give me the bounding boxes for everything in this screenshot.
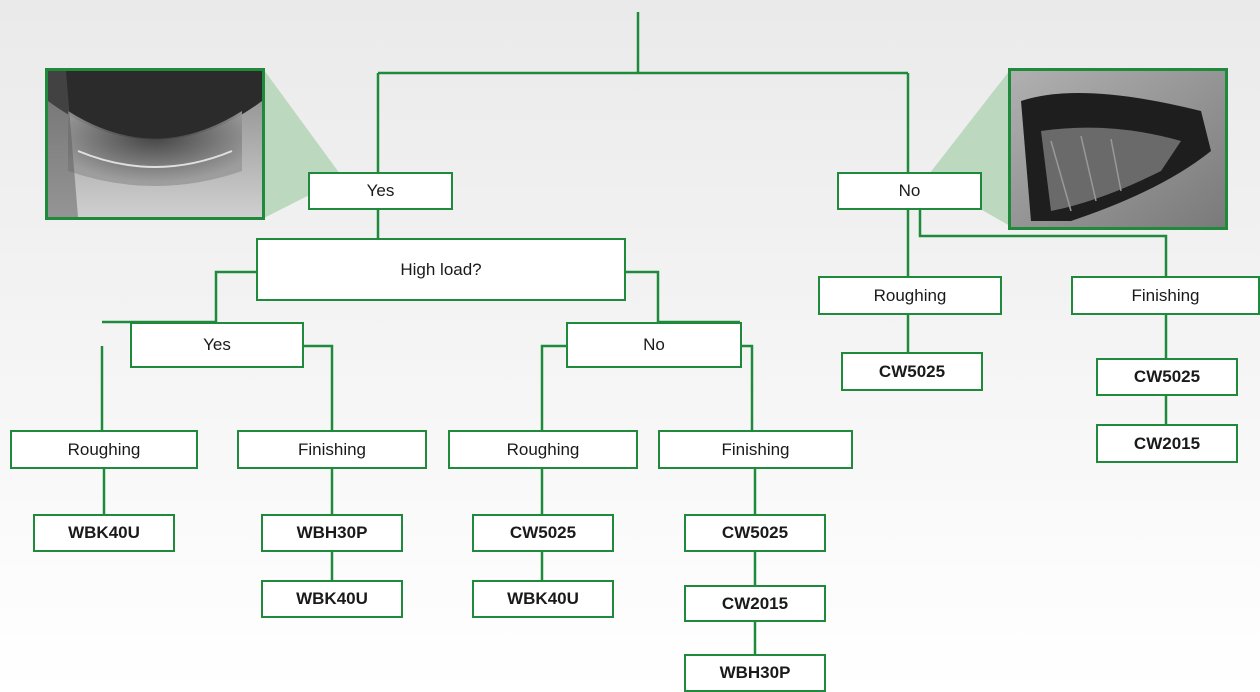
grade-box: CW2015: [684, 585, 826, 622]
hl-no-roughing-node: Roughing: [448, 430, 638, 469]
high-load-no-node: No: [566, 322, 742, 368]
grade-box: CW5025: [841, 352, 983, 391]
grade-box: CW2015: [1096, 424, 1238, 463]
grade-box: WBK40U: [472, 580, 614, 618]
grade-box: CW5025: [472, 514, 614, 552]
no-finishing-node: Finishing: [1071, 276, 1260, 315]
yes-node: Yes: [308, 172, 453, 210]
wear-image-no: [1008, 68, 1228, 230]
high-load-node: High load?: [256, 238, 626, 301]
hl-yes-finishing-node: Finishing: [237, 430, 427, 469]
hl-yes-roughing-node: Roughing: [10, 430, 198, 469]
grade-box: WBH30P: [261, 514, 403, 552]
hl-no-finishing-node: Finishing: [658, 430, 853, 469]
no-roughing-node: Roughing: [818, 276, 1002, 315]
grade-box: WBK40U: [33, 514, 175, 552]
grade-box: CW5025: [1096, 358, 1238, 396]
high-load-yes-node: Yes: [130, 322, 304, 368]
grade-box: WBK40U: [261, 580, 403, 618]
grade-box: CW5025: [684, 514, 826, 552]
grade-box: WBH30P: [684, 654, 826, 692]
wear-image-yes: [45, 68, 265, 220]
no-node: No: [837, 172, 982, 210]
